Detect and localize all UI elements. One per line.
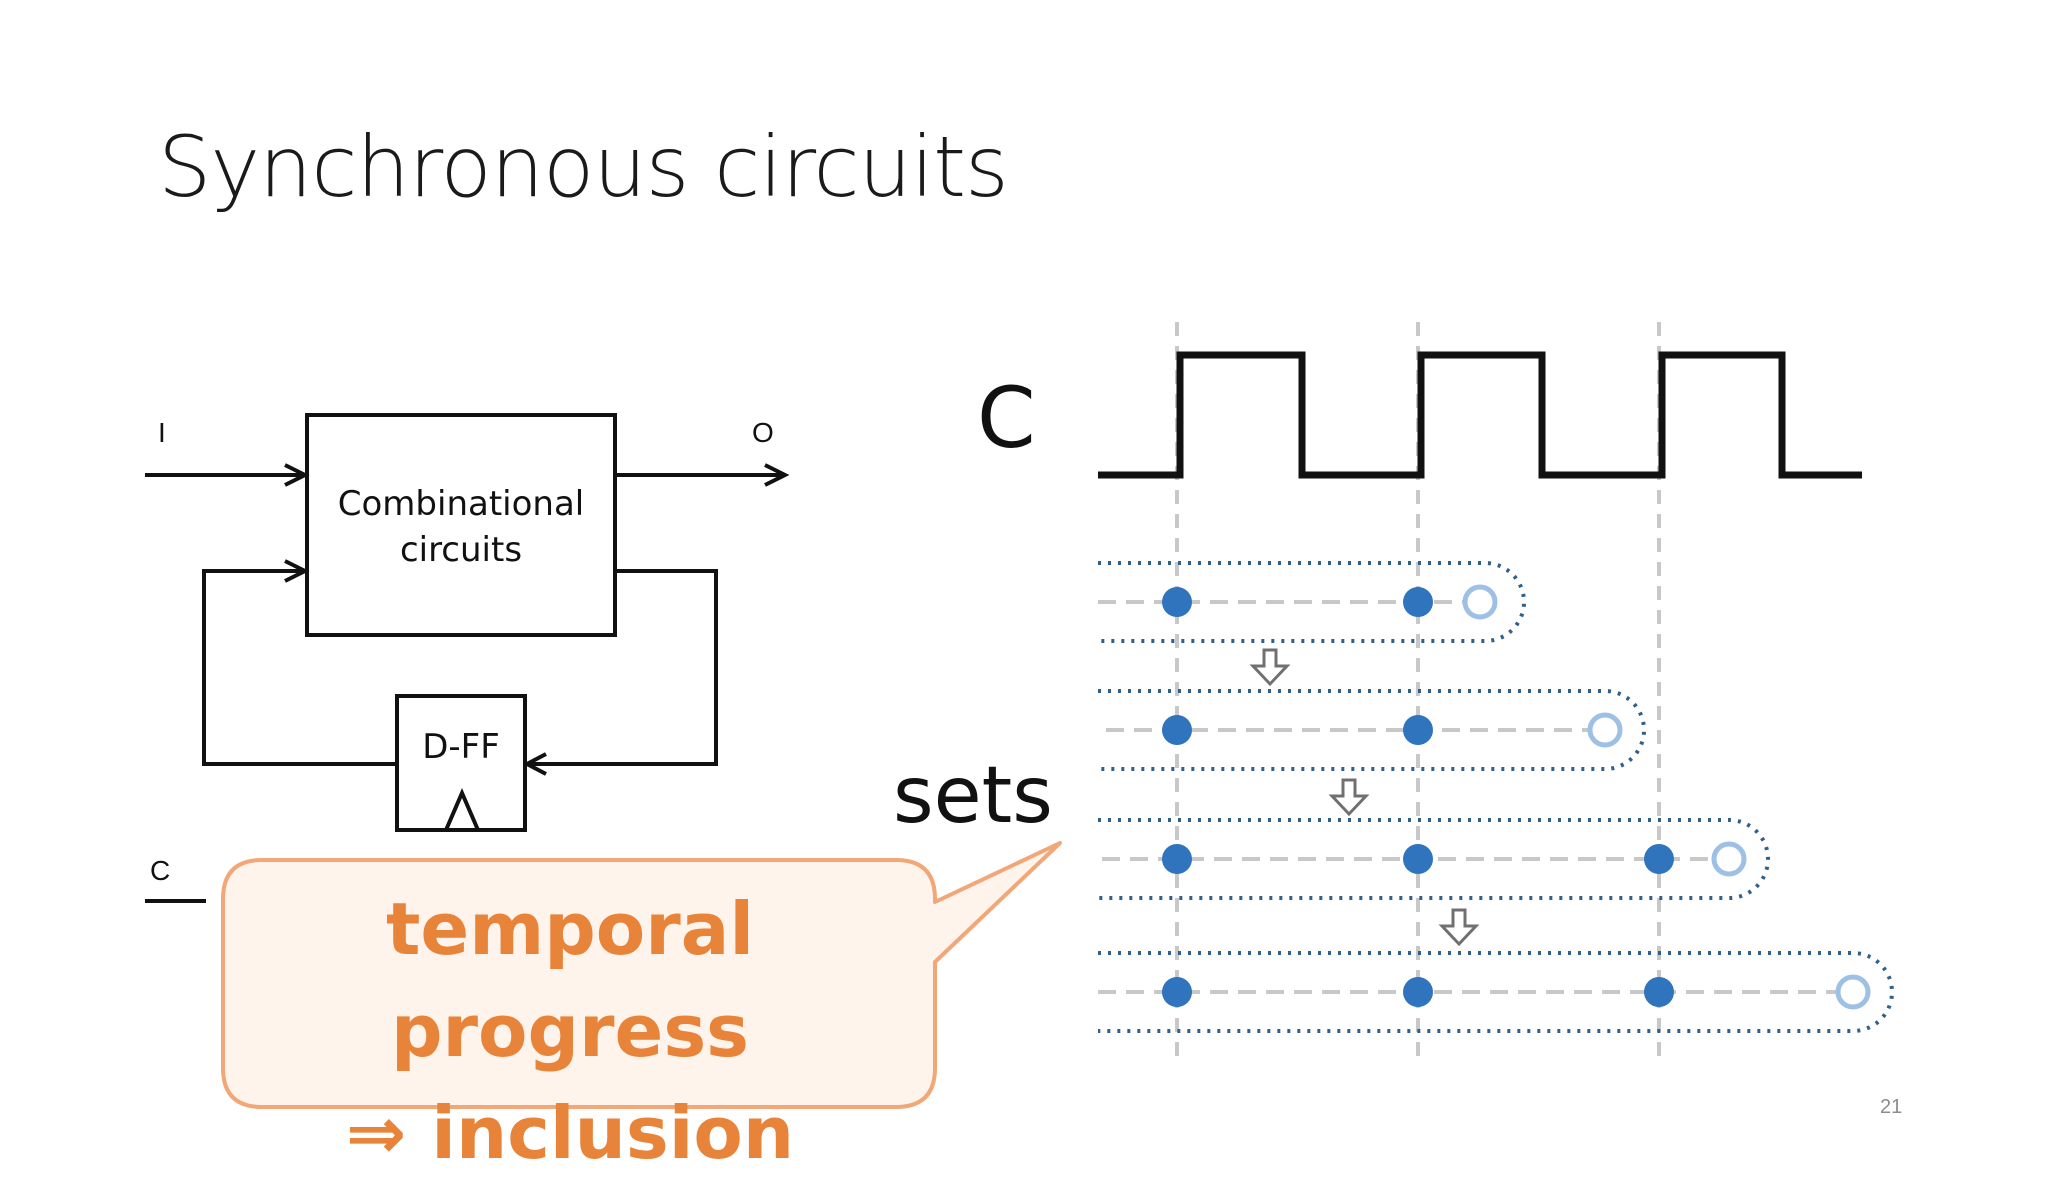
circuit-diagram bbox=[145, 413, 790, 903]
dff-label: D-FF bbox=[422, 727, 500, 767]
set-next-element bbox=[1462, 584, 1498, 620]
set-element bbox=[1162, 977, 1192, 1007]
set-element bbox=[1162, 587, 1192, 617]
down-arrow-icon bbox=[1249, 648, 1291, 687]
set-element bbox=[1403, 844, 1433, 874]
page-number: 21 bbox=[1880, 1096, 1903, 1118]
timing-clock-label: C bbox=[977, 369, 1036, 467]
down-arrow-icon bbox=[1438, 908, 1480, 947]
dff-block bbox=[395, 694, 527, 832]
set-element bbox=[1644, 977, 1674, 1007]
combinational-block bbox=[305, 413, 617, 637]
feedback-wire-right bbox=[528, 569, 718, 766]
clock-triangle-icon bbox=[444, 787, 480, 831]
circuit-input-label: I bbox=[158, 417, 166, 448]
set-element bbox=[1162, 715, 1192, 745]
set-row-2 bbox=[1098, 689, 1646, 771]
set-element bbox=[1403, 715, 1433, 745]
set-next-element bbox=[1835, 974, 1871, 1010]
callout-bubble bbox=[221, 841, 1062, 1109]
feedback-wire-left bbox=[202, 569, 397, 766]
set-next-element bbox=[1587, 712, 1623, 748]
comb-block-label-1: Combinational bbox=[338, 484, 584, 524]
set-row-4 bbox=[1098, 951, 1894, 1033]
circuit-clock-label: C bbox=[150, 855, 170, 886]
set-row-3 bbox=[1098, 818, 1770, 900]
slide-title: Synchronous circuits bbox=[158, 118, 1009, 216]
circuit-output-label: O bbox=[752, 417, 774, 448]
down-arrow-icon bbox=[1328, 778, 1370, 817]
sets-label: sets bbox=[893, 751, 1053, 841]
clock-waveform bbox=[1098, 351, 1862, 479]
set-element bbox=[1162, 844, 1192, 874]
callout-line-1: temporal progress bbox=[385, 887, 755, 1073]
callout-line-2: ⇒ inclusion bbox=[345, 1091, 795, 1175]
callout-text: temporal progress ⇒ inclusion bbox=[225, 878, 915, 1184]
set-element bbox=[1403, 977, 1433, 1007]
set-next-element bbox=[1711, 841, 1747, 877]
set-element bbox=[1403, 587, 1433, 617]
slide-diagram: I O C Combinational circuits D-FF C sets bbox=[145, 322, 1894, 1109]
set-element bbox=[1644, 844, 1674, 874]
set-row-1 bbox=[1098, 561, 1526, 643]
comb-block-label-2: circuits bbox=[400, 530, 522, 570]
